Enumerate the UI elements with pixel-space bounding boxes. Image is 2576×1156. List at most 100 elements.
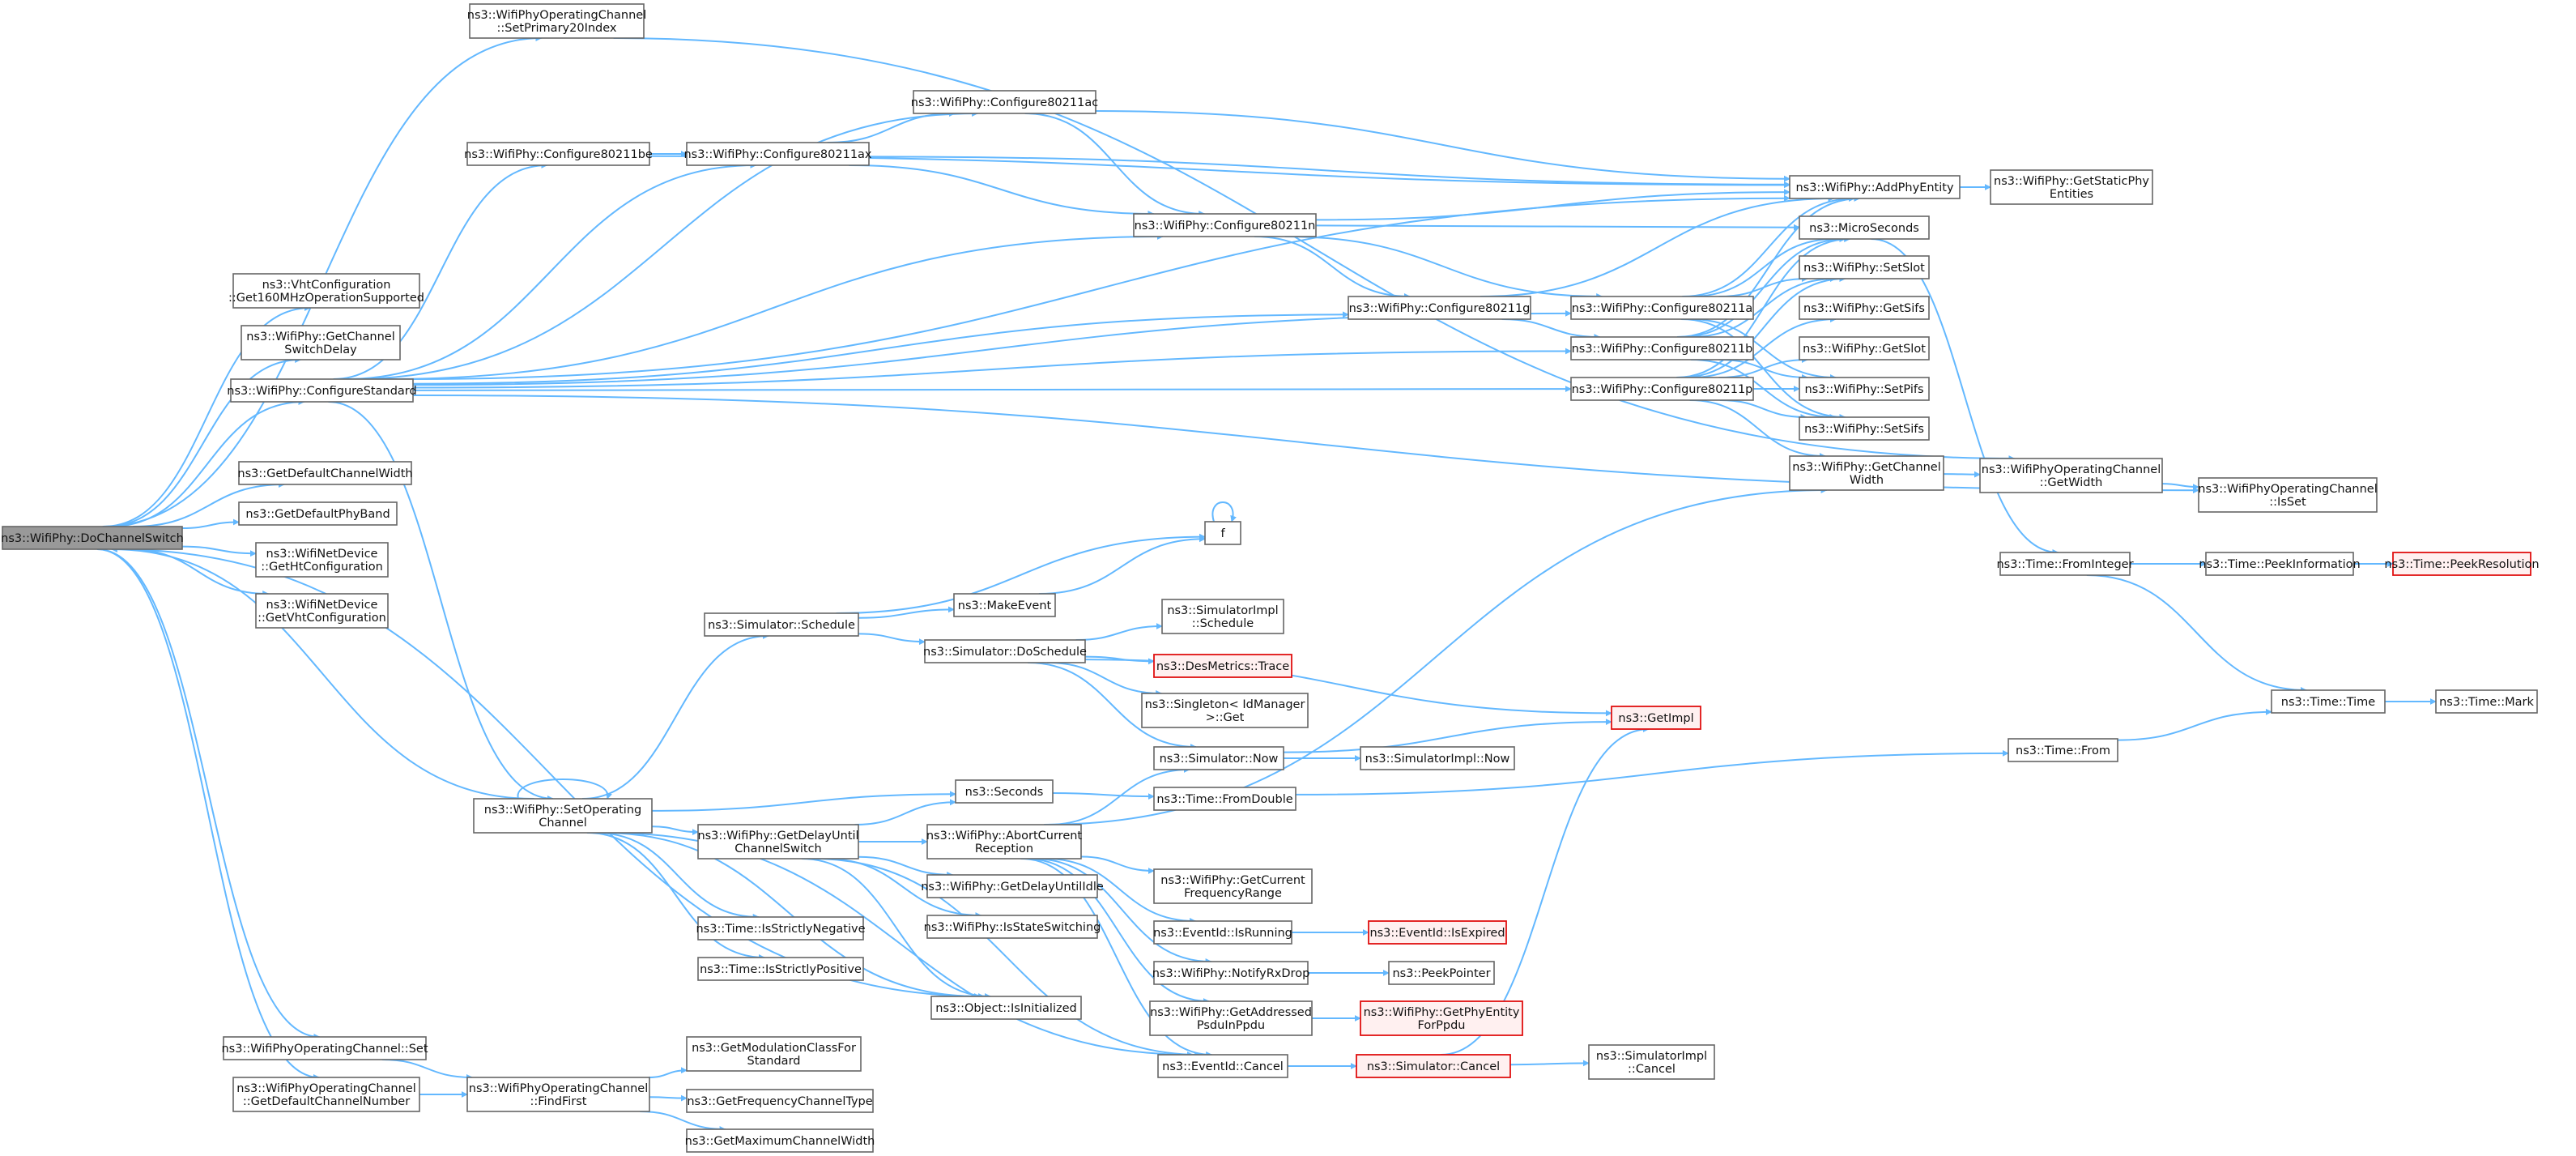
node-addPhyEntity[interactable]: ns3::WifiPhy::AddPhyEntity [1789, 175, 1961, 199]
node-box[interactable] [2205, 552, 2354, 576]
node-box[interactable] [466, 1077, 650, 1112]
node-box[interactable] [255, 542, 389, 578]
node-wocSet[interactable]: ns3::WifiPhyOperatingChannel::Set [221, 1036, 428, 1060]
node-defChWidth[interactable]: ns3::GetDefaultChannelWidth [237, 461, 413, 485]
node-box[interactable] [686, 1036, 862, 1072]
node-cfg80211n[interactable]: ns3::WifiPhy::Configure80211n [1133, 213, 1317, 237]
node-cfg80211g[interactable]: ns3::WifiPhy::Configure80211g [1348, 296, 1531, 320]
node-timeFrom[interactable]: ns3::Time::From [2008, 738, 2118, 762]
node-root[interactable]: ns3::WifiPhy::DoChannelSwitch [1, 526, 184, 550]
node-getVhtCfg[interactable]: ns3::WifiNetDevice::GetVhtConfiguration [255, 593, 389, 629]
node-evIsExpired[interactable]: ns3::EventId::IsExpired [1368, 920, 1507, 945]
node-box[interactable] [1588, 1044, 1715, 1080]
node-box[interactable] [1789, 455, 1944, 491]
node-box[interactable] [2435, 689, 2538, 714]
node-getHtCfg[interactable]: ns3::WifiNetDevice::GetHtConfiguration [255, 542, 389, 578]
node-box[interactable] [1153, 787, 1297, 811]
node-setSlot[interactable]: ns3::WifiPhy::SetSlot [1799, 255, 1930, 279]
node-defPhyBand[interactable]: ns3::GetDefaultPhyBand [238, 501, 398, 526]
node-box[interactable] [1348, 296, 1531, 320]
node-isStrictlyPos[interactable]: ns3::Time::IsStrictlyPositive [697, 957, 864, 981]
node-getFreqChType[interactable]: ns3::GetFrequencyChannelType [686, 1089, 874, 1113]
node-makeEvent[interactable]: ns3::MakeEvent [953, 593, 1056, 617]
node-timeMark[interactable]: ns3::Time::Mark [2435, 689, 2538, 714]
node-box[interactable] [2008, 738, 2118, 762]
node-box[interactable] [926, 874, 1098, 898]
node-box[interactable] [924, 639, 1086, 663]
node-setPrimary20[interactable]: ns3::WifiPhyOperatingChannel::SetPrimary… [467, 3, 646, 39]
node-box[interactable] [255, 593, 389, 629]
node-box[interactable] [1149, 1000, 1313, 1036]
node-simSchedule[interactable]: ns3::Simulator::Schedule [704, 612, 859, 637]
node-fromDouble[interactable]: ns3::Time::FromDouble [1153, 787, 1297, 811]
node-box[interactable] [1799, 377, 1930, 401]
node-simImplNow[interactable]: ns3::SimulatorImpl::Now [1360, 746, 1515, 770]
node-timeTime[interactable]: ns3::Time::Time [2271, 689, 2386, 714]
node-box[interactable] [1133, 213, 1317, 237]
node-box[interactable] [1799, 296, 1930, 320]
node-box[interactable] [1161, 599, 1284, 634]
node-cfg80211ax[interactable]: ns3::WifiPhy::Configure80211ax [683, 142, 872, 166]
node-box[interactable] [1153, 746, 1284, 770]
node-box[interactable] [466, 142, 650, 166]
node-box[interactable] [704, 612, 859, 637]
node-seconds[interactable]: ns3::Seconds [955, 779, 1054, 804]
node-box[interactable] [1356, 1054, 1511, 1078]
node-box[interactable] [1360, 1000, 1523, 1036]
node-microSeconds[interactable]: ns3::MicroSeconds [1799, 215, 1930, 240]
node-simNow[interactable]: ns3::Simulator::Now [1153, 746, 1284, 770]
node-f[interactable]: f [1204, 521, 1241, 545]
node-box[interactable] [1799, 416, 1930, 441]
node-box[interactable] [926, 824, 1082, 860]
node-simImplCancel[interactable]: ns3::SimulatorImpl::Cancel [1588, 1044, 1715, 1080]
node-box[interactable] [1153, 920, 1292, 945]
node-wocGetDefCh[interactable]: ns3::WifiPhyOperatingChannel::GetDefault… [232, 1077, 420, 1112]
node-box[interactable] [686, 142, 870, 166]
node-box[interactable] [1153, 654, 1292, 678]
node-box[interactable] [697, 824, 859, 860]
node-isStrictlyNeg[interactable]: ns3::Time::IsStrictlyNegative [696, 916, 866, 941]
node-evIsRunning[interactable]: ns3::EventId::IsRunning [1153, 920, 1292, 945]
node-desMetrics[interactable]: ns3::DesMetrics::Trace [1153, 654, 1292, 678]
node-box[interactable] [926, 915, 1098, 939]
node-box[interactable] [238, 501, 398, 526]
node-evCancel[interactable]: ns3::EventId::Cancel [1157, 1054, 1288, 1078]
node-box[interactable] [230, 378, 414, 403]
node-peekResolution[interactable]: ns3::Time::PeekResolution [2384, 552, 2540, 576]
node-box[interactable] [223, 1036, 427, 1060]
node-box[interactable] [913, 90, 1096, 114]
node-peekInfo[interactable]: ns3::Time::PeekInformation [2199, 552, 2361, 576]
node-box[interactable] [697, 916, 864, 941]
node-box[interactable] [953, 593, 1056, 617]
node-box[interactable] [2198, 477, 2378, 513]
node-box[interactable] [1611, 706, 1701, 730]
node-box[interactable] [1141, 693, 1309, 728]
node-findFirst[interactable]: ns3::WifiPhyOperatingChannel::FindFirst [466, 1077, 650, 1112]
node-box[interactable] [469, 3, 645, 39]
node-singleton[interactable]: ns3::Singleton< IdManager>::Get [1141, 693, 1309, 728]
node-simDoSchedule[interactable]: ns3::Simulator::DoSchedule [923, 639, 1087, 663]
node-isStateSwitching[interactable]: ns3::WifiPhy::IsStateSwitching [924, 915, 1101, 939]
node-notifyRxDrop[interactable]: ns3::WifiPhy::NotifyRxDrop [1152, 961, 1310, 985]
node-setSifs[interactable]: ns3::WifiPhy::SetSifs [1799, 416, 1930, 441]
node-box[interactable] [1204, 521, 1241, 545]
node-getSlot[interactable]: ns3::WifiPhy::GetSlot [1799, 336, 1930, 360]
node-cfg80211p[interactable]: ns3::WifiPhy::Configure80211p [1570, 377, 1754, 401]
node-cfg80211ac[interactable]: ns3::WifiPhy::Configure80211ac [911, 90, 1098, 114]
node-box[interactable] [1388, 961, 1495, 985]
node-box[interactable] [2, 526, 183, 550]
node-box[interactable] [697, 957, 864, 981]
node-wocIsSet[interactable]: ns3::WifiPhyOperatingChannel::IsSet [2198, 477, 2378, 513]
node-getDelayUntilIdle[interactable]: ns3::WifiPhy::GetDelayUntilIdle [921, 874, 1104, 898]
node-box[interactable] [686, 1089, 874, 1113]
node-box[interactable] [232, 273, 420, 309]
node-cfg80211be[interactable]: ns3::WifiPhy::Configure80211be [464, 142, 653, 166]
